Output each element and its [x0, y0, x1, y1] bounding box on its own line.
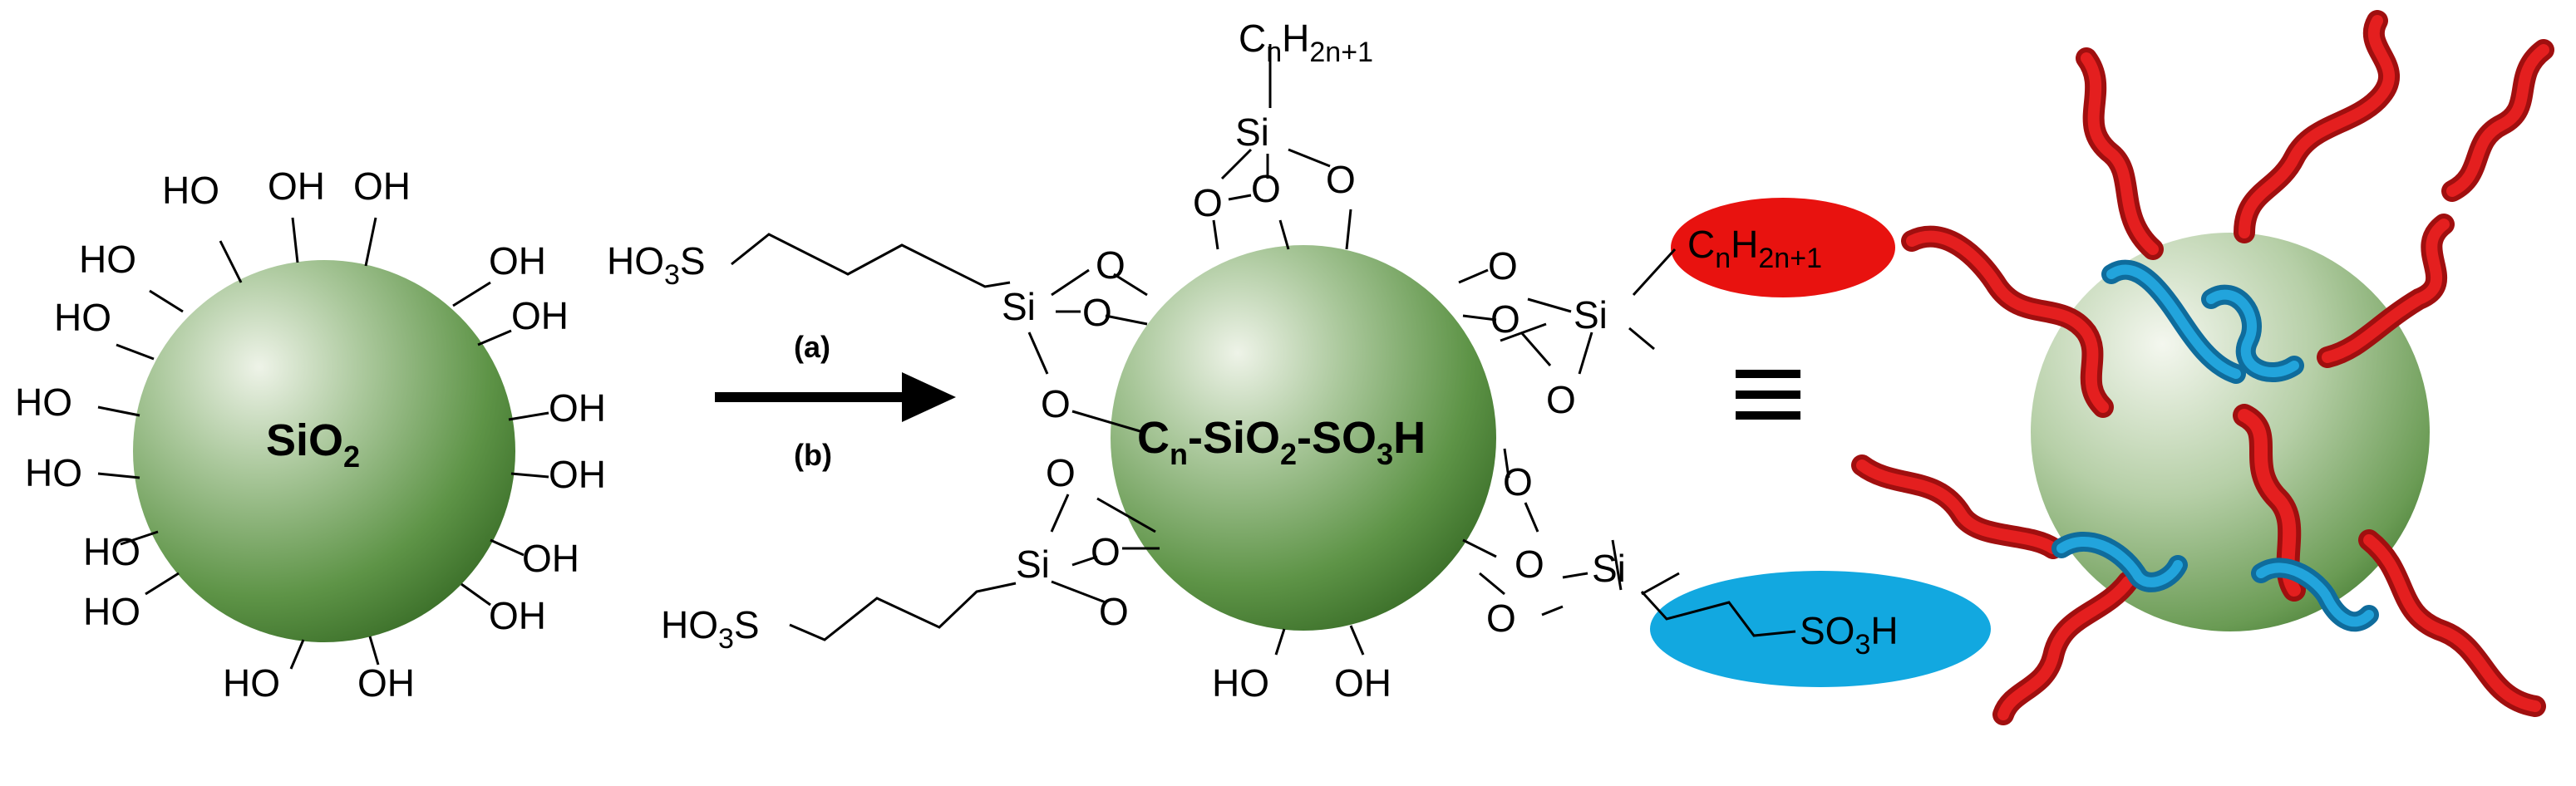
hydroxyl-label: HO [223, 661, 280, 705]
silicon-label: Si [1592, 547, 1626, 590]
silicon-label: Si [1016, 543, 1050, 586]
hydroxyl-label: HO [25, 451, 82, 494]
hydroxyl-label: OH [549, 453, 606, 496]
hydroxyl-label: HO [1212, 661, 1269, 705]
alkyl-chain-ellipse [1671, 198, 1895, 297]
alkyl-chain-label: CnH2n+1 [1239, 17, 1373, 68]
upper-right-alkyl-silane: O O Si O CnH2n+1 [1458, 198, 1895, 421]
oxygen-label: O [1490, 297, 1520, 341]
silicon-label: Si [1574, 293, 1608, 337]
reactant-oh-bonds [97, 217, 549, 670]
hydroxyl-label: OH [357, 661, 415, 705]
step-b-label: (b) [794, 438, 832, 472]
hydroxyl-label: OH [522, 537, 579, 580]
reactant-hydroxyl-labels: HO OH OH OH OH OH OH OH OH OH HO HO HO H… [15, 165, 606, 705]
top-alkyl-silane: Si O O O CnH2n+1 [1193, 17, 1373, 250]
silica-sphere [133, 260, 515, 642]
hydroxyl-label: HO [79, 238, 136, 281]
sulfonic-group-label: SO3H [1800, 609, 1899, 661]
step-a-label: (a) [794, 330, 830, 364]
hydroxyl-label: OH [268, 165, 325, 208]
oxygen-label: O [1546, 378, 1576, 421]
hydroxyl-label: HO [54, 296, 111, 339]
sulfonic-group-label: HO3S [607, 239, 706, 291]
product-core-label: Cn-SiO2-SO3H [1137, 413, 1426, 471]
hydroxyl-label: OH [549, 386, 606, 430]
oxygen-label: O [1486, 597, 1516, 640]
product-particle: Cn-SiO2-SO3H HO OH Si O O O [607, 17, 1991, 705]
alkyl-chain-label: CnH2n+1 [1687, 223, 1822, 274]
hydroxyl-label: OH [1334, 661, 1391, 705]
hydroxyl-label: HO [83, 590, 140, 633]
model-sphere [2031, 233, 2430, 631]
hydroxyl-label: OH [511, 294, 569, 337]
silicon-label: Si [1002, 285, 1036, 328]
reactant-silica-particle: SiO2 HO OH OH OH OH [15, 165, 606, 705]
silicon-label: Si [1235, 111, 1269, 154]
hydroxyl-label: OH [489, 239, 546, 282]
hydroxyl-label: OH [489, 594, 546, 637]
sulfonic-group-label: HO3S [661, 603, 760, 655]
oxygen-label: O [1515, 543, 1544, 586]
oxygen-label: O [1488, 244, 1518, 287]
oxygen-label: O [1041, 382, 1071, 425]
alkyl-ribbons [1851, 10, 2554, 725]
hydroxyl-label: HO [162, 169, 219, 212]
oxygen-label: O [1326, 158, 1356, 201]
oxygen-label: O [1193, 181, 1223, 224]
oxygen-label: O [1091, 530, 1121, 573]
sulfonic-chain-ellipse [1650, 571, 1991, 687]
oxygen-label: O [1503, 460, 1533, 504]
oxygen-label: O [1082, 291, 1112, 334]
equivalence-sign [1736, 370, 1800, 420]
lower-left-sulfonic-silane: O Si O O HO3S [661, 451, 1160, 655]
particle-3d-model [1851, 10, 2554, 725]
oxygen-label: O [1046, 451, 1076, 494]
reactant-core-label: SiO2 [266, 415, 360, 474]
hydroxyl-label: OH [353, 165, 411, 208]
oxygen-label: O [1251, 167, 1281, 210]
sulfonic-ribbons [2051, 259, 2379, 632]
upper-left-sulfonic-silane: Si O O O HO3S [607, 233, 1148, 434]
lower-right-sulfonic-silane: O O Si O SO3H [1462, 448, 1991, 687]
oxygen-label: O [1099, 590, 1129, 633]
hydroxyl-label: HO [83, 530, 140, 573]
oxygen-label: O [1096, 243, 1125, 287]
reaction-arrow: (a) (b) [715, 330, 956, 472]
functionalized-sphere [1111, 245, 1496, 631]
hydroxyl-label: HO [15, 381, 72, 424]
